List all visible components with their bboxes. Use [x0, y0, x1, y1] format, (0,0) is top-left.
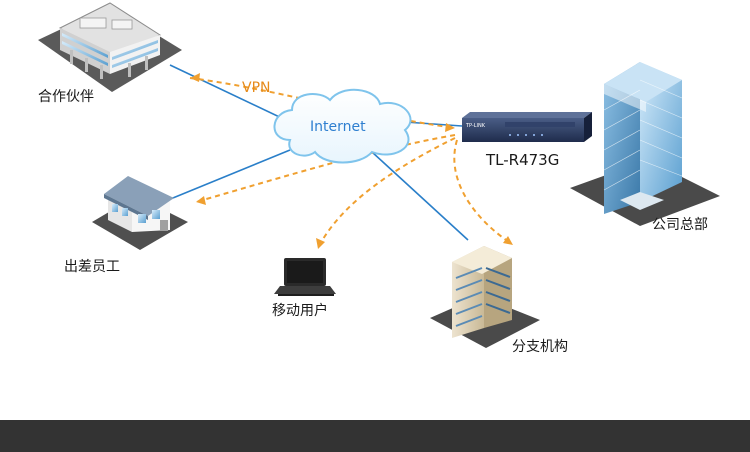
vpn-traveler — [195, 134, 456, 203]
router-label: TL-R473G — [485, 151, 559, 169]
branch-label: 分支机构 — [512, 339, 568, 355]
branch-tower-icon — [430, 246, 540, 348]
partner-label: 合作伙伴 — [38, 89, 94, 105]
svg-text:TP-LINK: TP-LINK — [465, 123, 486, 129]
traveler-label: 出差员工 — [64, 259, 120, 275]
vpn-branch — [453, 139, 513, 245]
hq-tower-icon — [570, 62, 720, 226]
internet-label: Internet — [310, 119, 366, 135]
mobile-label: 移动用户 — [272, 303, 328, 319]
vpn-label: VPN — [242, 80, 271, 96]
house-icon — [92, 176, 188, 250]
hq-label: 公司总部 — [652, 217, 708, 233]
cloud-icon — [273, 88, 412, 164]
router-icon: TP-LINK — [462, 112, 592, 142]
partner-building-icon — [38, 2, 182, 92]
link-traveler — [167, 149, 291, 201]
network-links — [167, 64, 469, 241]
laptop-icon — [274, 258, 336, 296]
vpn-arrowheads — [190, 73, 513, 249]
bottom-bar — [0, 420, 750, 452]
link-partner — [169, 64, 291, 123]
diagram-canvas: TP-LINK — [38, 2, 720, 348]
link-branch — [371, 151, 469, 241]
